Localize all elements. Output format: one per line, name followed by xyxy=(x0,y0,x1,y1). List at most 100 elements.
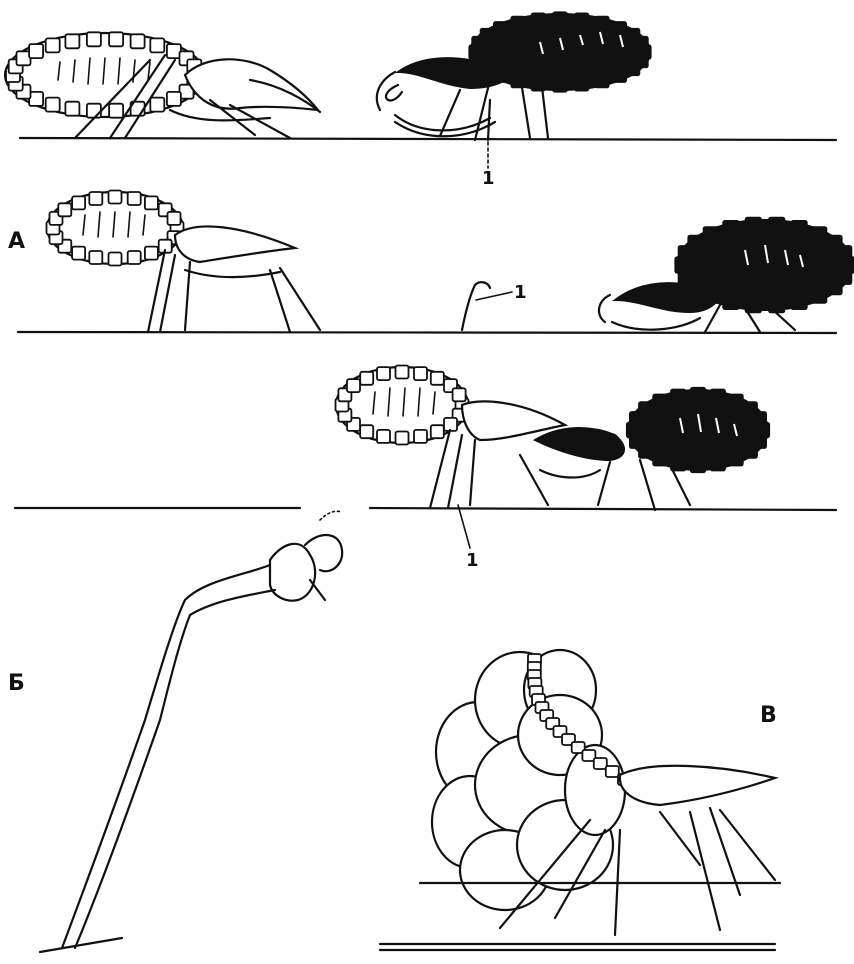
abdomen-segment xyxy=(72,196,85,209)
abdomen-segment xyxy=(494,22,508,36)
head xyxy=(535,428,624,460)
abdomen-segment xyxy=(58,203,71,216)
ground-line-3-right xyxy=(370,508,836,510)
abdomen-segment xyxy=(87,104,101,118)
abdomen-segment xyxy=(89,192,102,205)
abdomen-segment xyxy=(131,34,145,48)
abdomen-segment xyxy=(594,758,607,769)
abdomen-segment xyxy=(688,235,704,251)
abdomen-segment xyxy=(29,44,43,58)
abdomen-segment xyxy=(128,251,141,264)
abdomen-segment xyxy=(575,77,589,91)
egg-cluster-with-springtail xyxy=(432,650,775,935)
abdomen-segment xyxy=(167,92,181,106)
antennae xyxy=(377,72,402,110)
abdomen-segment xyxy=(396,366,409,379)
callout-1-row1: 1 xyxy=(482,168,495,189)
abdomen-segment xyxy=(710,456,725,471)
spermatophore-1 xyxy=(488,100,490,168)
abdomen-segment xyxy=(128,192,141,205)
ventral-tube xyxy=(170,110,270,120)
legs xyxy=(148,250,320,332)
row2-female-springtail xyxy=(599,217,854,332)
abdomen-segment xyxy=(703,227,719,243)
callout-leader xyxy=(476,292,512,300)
abdomen-segment xyxy=(360,425,373,438)
abdomen-segment xyxy=(745,217,761,233)
abdomen-segment xyxy=(453,388,466,401)
abdomen-segment xyxy=(377,430,390,443)
furca xyxy=(540,470,600,478)
head xyxy=(620,766,775,805)
row1-male-springtail xyxy=(5,32,320,138)
callout-1-row2: 1 xyxy=(514,282,527,303)
callout-leader-row3 xyxy=(458,505,470,548)
abdomen-segment xyxy=(723,221,739,237)
abdomen-segment xyxy=(553,12,567,26)
abdomen-segment xyxy=(575,13,589,27)
abdomen-segment xyxy=(145,196,158,209)
abdomen-segment xyxy=(691,388,706,403)
abdomen-segment xyxy=(360,372,373,385)
ground-line-2 xyxy=(18,332,836,333)
abdomen-segment xyxy=(145,247,158,260)
head xyxy=(185,59,318,110)
abdomen-segment xyxy=(89,251,102,264)
abdomen-segment xyxy=(46,98,60,112)
abdomen-segment xyxy=(626,62,640,76)
abdomen-segment xyxy=(811,287,827,303)
ventral-tube xyxy=(185,270,280,277)
abdomen-segment xyxy=(639,402,654,417)
abdomen-segment xyxy=(72,247,85,260)
legs xyxy=(430,430,548,508)
abdomen-segment xyxy=(431,425,444,438)
abdomen-segment xyxy=(531,13,545,27)
abdomen-segment xyxy=(377,367,390,380)
abdomen-segment xyxy=(653,394,668,409)
abdomen-segment xyxy=(742,443,757,458)
abdomen-segment xyxy=(65,34,79,48)
abdomen-segment xyxy=(826,279,842,295)
abdomen-segment xyxy=(728,394,743,409)
abdomen-segment xyxy=(109,32,123,46)
abdomen-segment xyxy=(811,227,827,243)
abdomen-segment xyxy=(634,37,648,51)
panel-label-a: А xyxy=(8,229,25,254)
abdomen-segment xyxy=(606,766,619,777)
head xyxy=(175,226,295,262)
head xyxy=(615,283,720,312)
abdomen-segment xyxy=(414,367,427,380)
abdomen-segment xyxy=(46,38,60,52)
abdomen-segment xyxy=(791,221,807,237)
row3-female-springtail xyxy=(535,388,770,511)
abdomen-segment xyxy=(595,74,609,88)
abdomen-segment xyxy=(168,212,181,225)
abdomen-segment xyxy=(612,68,626,82)
panel-label-c: В xyxy=(760,703,777,728)
abdomen-segment xyxy=(723,293,739,309)
panel-label-b: Б xyxy=(8,671,25,696)
abdomen-segment xyxy=(769,217,785,233)
abdomen-segment xyxy=(480,29,494,43)
abdomen-segment xyxy=(109,104,123,118)
abdomen-segment xyxy=(791,293,807,309)
abdomen-segment xyxy=(109,191,122,204)
abdomen-segment xyxy=(691,458,706,473)
abdomen-segment xyxy=(769,297,785,313)
abdomen-segment xyxy=(511,16,525,30)
abdomen-segment xyxy=(671,389,686,404)
ground-line-1 xyxy=(20,138,836,140)
abdomen-segment xyxy=(150,38,164,52)
abdomen-segment xyxy=(511,74,525,88)
abdomen-segment xyxy=(109,253,122,266)
abdomen-segment xyxy=(751,412,766,427)
abdomen-segment xyxy=(347,379,360,392)
abdomen-segment xyxy=(414,430,427,443)
furca xyxy=(612,318,700,330)
abdomen-segment xyxy=(745,297,761,313)
abdomen-segment xyxy=(444,418,457,431)
abdomen-segment xyxy=(150,98,164,112)
spermatophore-2 xyxy=(462,282,512,330)
row3-male-springtail xyxy=(336,366,566,509)
